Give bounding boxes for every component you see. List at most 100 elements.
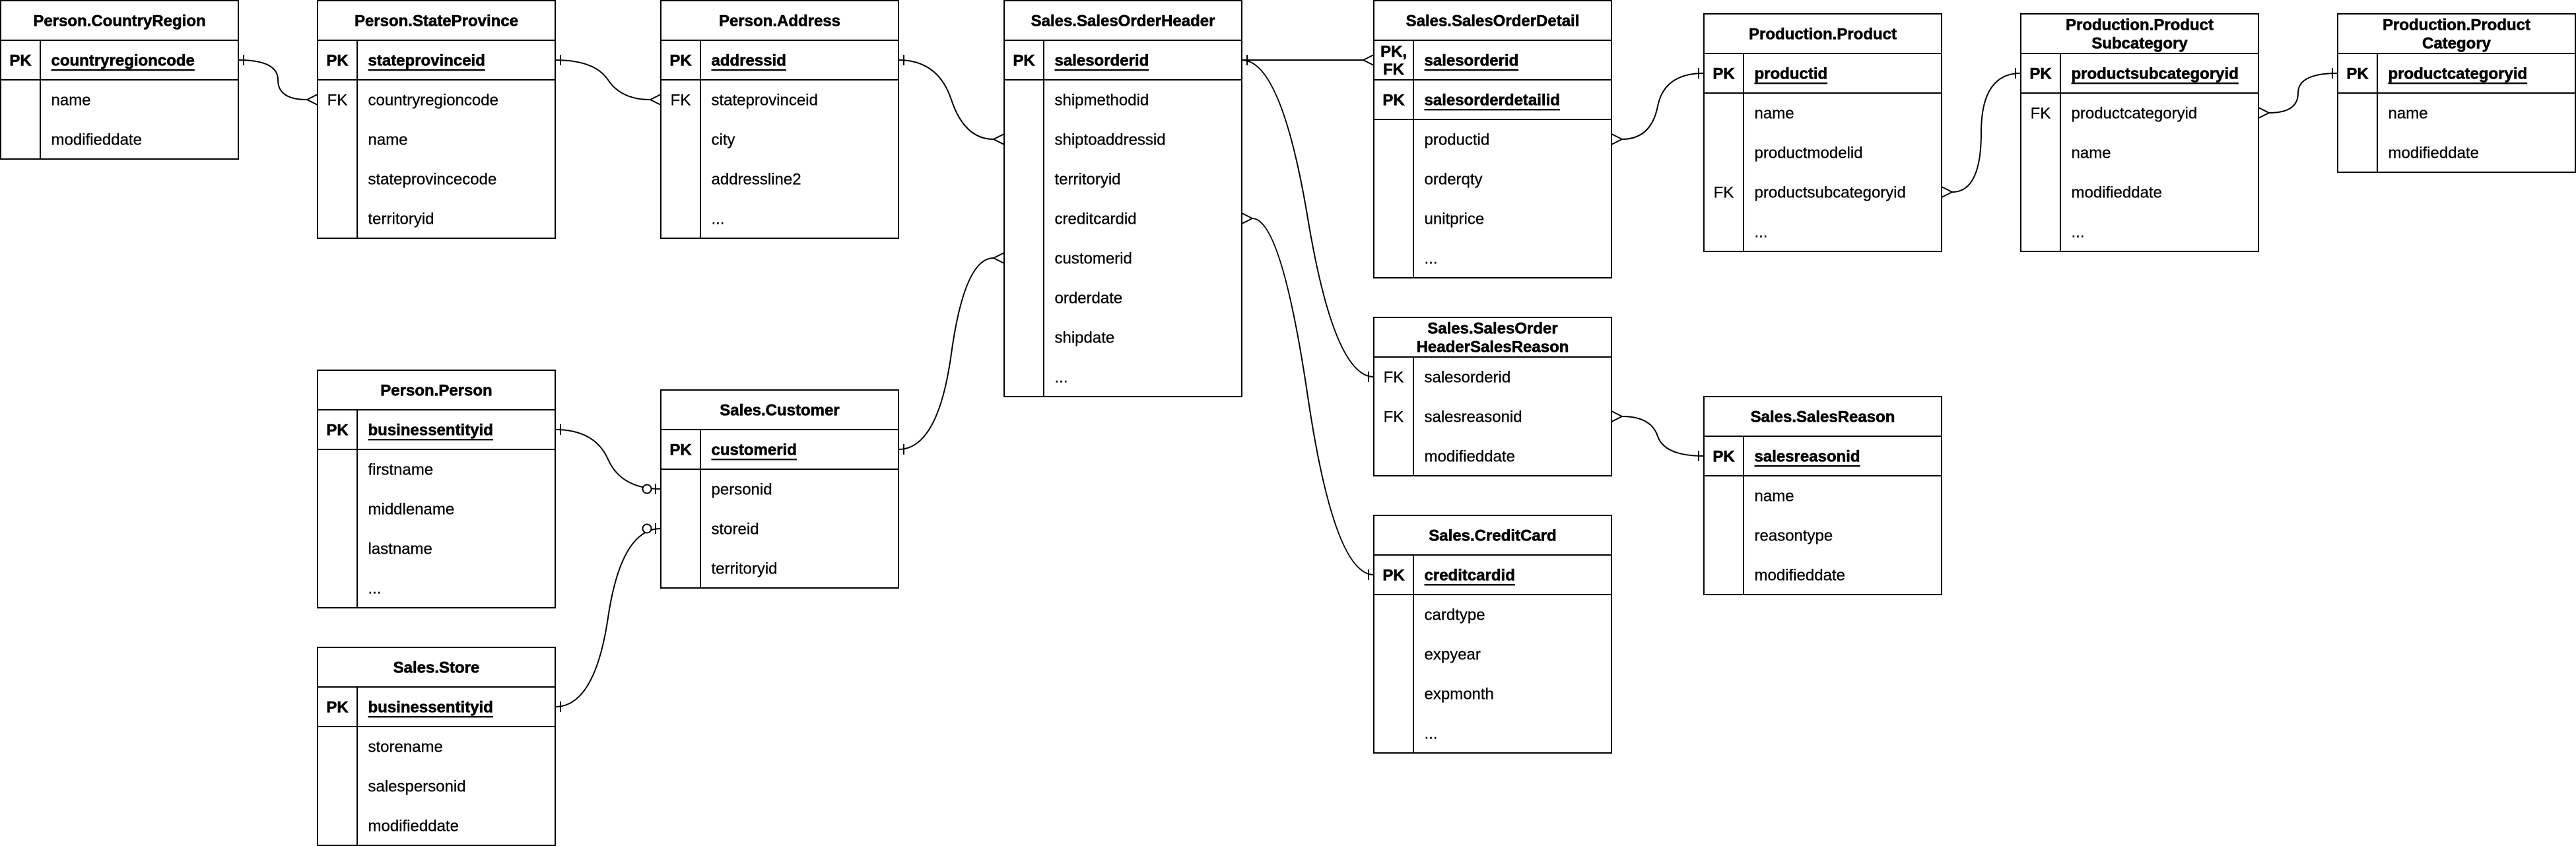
svg-text:businessentityid: businessentityid — [368, 699, 493, 717]
svg-text:...: ... — [2072, 224, 2085, 242]
svg-text:Person.StateProvince: Person.StateProvince — [355, 13, 518, 30]
svg-text:PK: PK — [326, 52, 349, 70]
svg-text:PK: PK — [1382, 567, 1405, 585]
svg-text:customerid: customerid — [712, 441, 797, 459]
svg-text:productmodelid: productmodelid — [1755, 145, 1863, 162]
svg-text:salesorderdetailid: salesorderdetailid — [1425, 92, 1560, 110]
svg-text:modifieddate: modifieddate — [1425, 448, 1515, 466]
svg-text:territoryid: territoryid — [1055, 171, 1121, 189]
svg-text:...: ... — [1425, 725, 1438, 743]
svg-text:name: name — [2389, 105, 2428, 123]
svg-text:name: name — [1755, 105, 1794, 123]
svg-text:PK: PK — [9, 52, 32, 70]
svg-text:addressline2: addressline2 — [712, 171, 801, 189]
svg-text:personid: personid — [712, 481, 772, 499]
svg-text:stateprovinceid: stateprovinceid — [368, 52, 485, 70]
svg-text:name: name — [368, 131, 408, 149]
svg-text:FK: FK — [327, 92, 348, 110]
svg-text:salesorderid: salesorderid — [1425, 52, 1519, 70]
svg-text:salesorderid: salesorderid — [1055, 52, 1149, 70]
svg-text:customerid: customerid — [1055, 250, 1132, 268]
svg-text:PK: PK — [326, 699, 349, 717]
svg-text:...: ... — [1425, 250, 1438, 268]
svg-text:salespersonid: salespersonid — [368, 778, 466, 796]
svg-text:Production.Product: Production.Product — [1749, 26, 1897, 44]
svg-text:Person.Address: Person.Address — [719, 13, 840, 30]
svg-text:firstname: firstname — [368, 461, 434, 479]
svg-text:Production.Product: Production.Product — [2066, 16, 2214, 34]
svg-text:productcategoryid: productcategoryid — [2072, 105, 2198, 123]
svg-text:storeid: storeid — [712, 521, 759, 538]
svg-text:PK: PK — [1712, 65, 1735, 83]
svg-text:modifieddate: modifieddate — [368, 818, 459, 835]
svg-text:name: name — [51, 92, 91, 110]
svg-text:productid: productid — [1425, 131, 1490, 149]
svg-text:productid: productid — [1755, 65, 1828, 83]
svg-text:Sales.SalesReason: Sales.SalesReason — [1751, 408, 1895, 426]
svg-text:PK: PK — [1712, 448, 1735, 466]
svg-text:Production.Product: Production.Product — [2383, 16, 2530, 34]
svg-text:countryregioncode: countryregioncode — [51, 52, 195, 70]
svg-text:PK: PK — [2346, 65, 2369, 83]
svg-text:productsubcategoryid: productsubcategoryid — [1755, 184, 1906, 202]
svg-text:FK: FK — [1383, 61, 1405, 79]
svg-text:Sales.CreditCard: Sales.CreditCard — [1429, 527, 1556, 545]
svg-text:...: ... — [712, 211, 725, 228]
svg-text:PK: PK — [2029, 65, 2052, 83]
svg-text:storename: storename — [368, 738, 443, 756]
svg-text:orderdate: orderdate — [1055, 290, 1123, 308]
svg-text:Sales.Customer: Sales.Customer — [720, 402, 839, 420]
svg-text:FK: FK — [2031, 105, 2051, 123]
svg-text:shiptoaddressid: shiptoaddressid — [1055, 131, 1166, 149]
svg-text:productcategoryid: productcategoryid — [2389, 65, 2528, 83]
svg-text:HeaderSalesReason: HeaderSalesReason — [1417, 339, 1569, 356]
svg-text:Category: Category — [2422, 35, 2491, 53]
svg-text:addressid: addressid — [712, 52, 786, 70]
svg-text:middlename: middlename — [368, 501, 455, 519]
svg-text:stateprovincecode: stateprovincecode — [368, 171, 497, 189]
svg-text:PK: PK — [326, 422, 349, 439]
svg-text:shipmethodid: shipmethodid — [1055, 92, 1149, 110]
svg-text:cardtype: cardtype — [1425, 606, 1485, 624]
svg-text:expmonth: expmonth — [1425, 686, 1494, 703]
svg-text:businessentityid: businessentityid — [368, 422, 493, 439]
svg-text:Sales.SalesOrderDetail: Sales.SalesOrderDetail — [1406, 13, 1580, 30]
svg-text:FK: FK — [1714, 184, 1734, 202]
svg-text:FK: FK — [1384, 408, 1404, 426]
svg-text:Sales.SalesOrderHeader: Sales.SalesOrderHeader — [1031, 13, 1215, 30]
svg-text:name: name — [2072, 145, 2111, 162]
svg-text:PK,: PK, — [1380, 43, 1407, 61]
svg-text:name: name — [1755, 488, 1794, 505]
svg-text:...: ... — [1755, 224, 1768, 242]
svg-text:modifieddate: modifieddate — [1755, 567, 1845, 585]
svg-text:reasontype: reasontype — [1755, 527, 1833, 545]
svg-text:...: ... — [368, 580, 382, 598]
svg-text:FK: FK — [1384, 369, 1404, 387]
svg-text:Sales.Store: Sales.Store — [393, 659, 480, 677]
svg-text:creditcardid: creditcardid — [1055, 211, 1137, 228]
svg-text:territoryid: territoryid — [368, 211, 434, 228]
svg-text:expyear: expyear — [1425, 646, 1481, 664]
svg-text:Person.CountryRegion: Person.CountryRegion — [33, 13, 205, 30]
svg-text:salesorderid: salesorderid — [1425, 369, 1511, 387]
svg-text:modifieddate: modifieddate — [2072, 184, 2162, 202]
svg-text:...: ... — [1055, 369, 1068, 387]
svg-text:lastname: lastname — [368, 540, 432, 558]
svg-text:modifieddate: modifieddate — [2389, 145, 2479, 162]
svg-text:orderqty: orderqty — [1425, 171, 1483, 189]
svg-text:Sales.SalesOrder: Sales.SalesOrder — [1427, 320, 1557, 338]
svg-text:PK: PK — [669, 52, 692, 70]
svg-text:modifieddate: modifieddate — [51, 131, 142, 149]
svg-text:territoryid: territoryid — [712, 560, 778, 578]
svg-text:Person.Person: Person.Person — [380, 382, 492, 400]
svg-text:stateprovinceid: stateprovinceid — [712, 92, 818, 110]
svg-text:unitprice: unitprice — [1425, 211, 1485, 228]
svg-text:PK: PK — [1013, 52, 1035, 70]
svg-text:salesreasonid: salesreasonid — [1425, 408, 1522, 426]
svg-text:salesreasonid: salesreasonid — [1755, 448, 1860, 466]
svg-text:countryregioncode: countryregioncode — [368, 92, 498, 110]
svg-text:PK: PK — [669, 441, 692, 459]
svg-text:FK: FK — [671, 92, 691, 110]
svg-text:creditcardid: creditcardid — [1425, 567, 1515, 585]
svg-text:PK: PK — [1382, 92, 1405, 110]
